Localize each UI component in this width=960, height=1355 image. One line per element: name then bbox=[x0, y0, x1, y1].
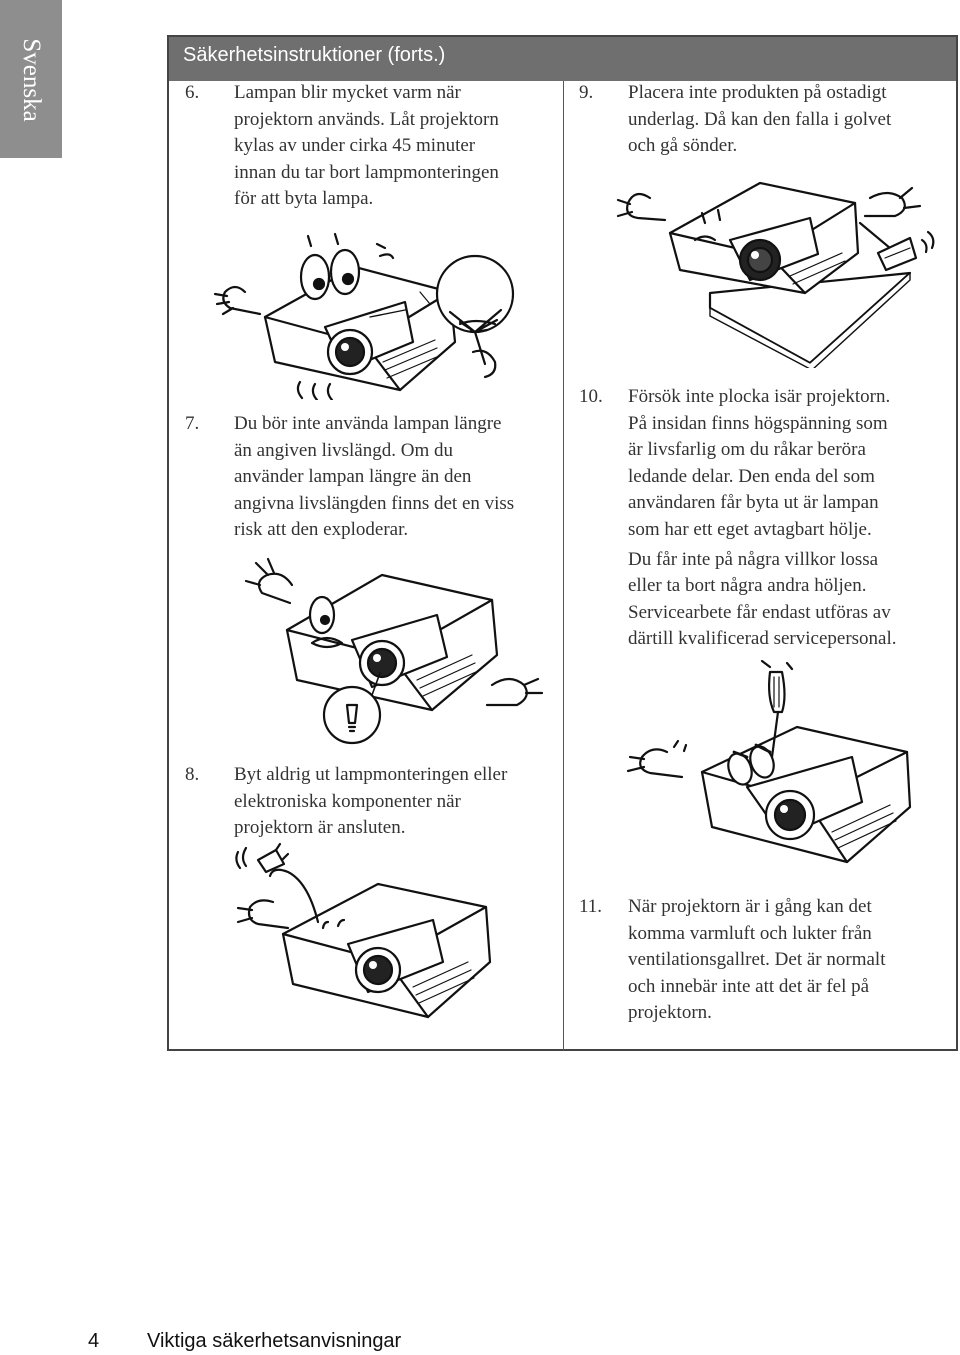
item-number: 8. bbox=[185, 764, 200, 785]
item-text-line: Du får inte på några villkor lossa bbox=[628, 548, 879, 570]
item-text-line: komma varmluft och lukter från bbox=[628, 922, 872, 944]
unplug-projector-illustration bbox=[228, 842, 558, 1037]
item-text-line: är livsfarlig om du råkar beröra bbox=[628, 439, 866, 461]
item-number: 6. bbox=[185, 82, 200, 103]
section-title: Säkerhetsinstruktioner (forts.) bbox=[183, 44, 446, 66]
item-text-line: Du bör inte använda lampan längre bbox=[234, 413, 502, 434]
item-text-line: Byt aldrig ut lampmonteringen eller bbox=[234, 764, 508, 785]
projector-with-screwdriver-icon bbox=[626, 659, 912, 864]
section-header: Säkerhetsinstruktioner (forts.) bbox=[169, 37, 956, 81]
language-tab-label: Svenska bbox=[18, 38, 45, 122]
item-number: 7. bbox=[185, 413, 200, 434]
item-text-line: ventilationsgallret. Det är normalt bbox=[628, 949, 886, 971]
page-footer: 4 Viktiga säkerhetsanvisningar bbox=[0, 1330, 960, 1354]
item-text-line: ledande delar. Den enda del som bbox=[628, 465, 875, 487]
item-text-line: än angiven livslängd. Om du bbox=[234, 439, 453, 461]
item-text-line: som har ett eget avtagbart hölje. bbox=[628, 518, 872, 540]
unstable-surface-illustration bbox=[610, 158, 940, 368]
item-text-line: angivna livslängden finns det en viss bbox=[234, 492, 515, 514]
column-divider bbox=[563, 81, 564, 1051]
item-text-line: projektorn. bbox=[628, 1002, 712, 1024]
item-number: 10. bbox=[579, 386, 603, 407]
safety-instructions-box: Säkerhetsinstruktioner (forts.) bbox=[167, 35, 958, 1051]
projector-with-plug-icon bbox=[235, 842, 492, 1019]
item-text-line: och gå sönder. bbox=[628, 135, 738, 157]
page-number: 4 bbox=[88, 1330, 100, 1352]
item-number: 9. bbox=[579, 82, 594, 103]
lamp-explosion-illustration bbox=[232, 545, 557, 745]
item-text-line: Försök inte plocka isär projektorn. bbox=[628, 386, 891, 407]
item-text-line: använder lampan längre än den bbox=[234, 466, 472, 488]
item-text-line: därtill kvalificerad servicepersonal. bbox=[628, 628, 897, 650]
item-text-line: och innebär inte att det är fel på bbox=[628, 975, 870, 997]
item-text-line: projektorn är ansluten. bbox=[234, 817, 406, 839]
projector-on-unstable-surface-icon bbox=[616, 181, 935, 368]
item-text-line: risk att den exploderar. bbox=[234, 519, 409, 541]
item-text-line: eller ta bort några andra höljen. bbox=[628, 575, 867, 597]
item-text-line: projektorn används. Låt projektorn bbox=[234, 108, 499, 130]
item-text-line: innan du tar bort lampmonteringen bbox=[234, 161, 499, 183]
item-text-line: för att byta lampa. bbox=[234, 188, 374, 210]
language-tab: Svenska bbox=[0, 0, 62, 158]
footer-title: Viktiga säkerhetsanvisningar bbox=[147, 1330, 402, 1352]
projector-with-fan-icon bbox=[213, 232, 515, 400]
item-text-line: underlag. Då kan den falla i golvet bbox=[628, 108, 892, 130]
item-text-line: Servicearbete får endast utföras av bbox=[628, 601, 891, 623]
item-text-line: elektroniska komponenter när bbox=[234, 790, 461, 812]
item-text-line: Lampan blir mycket varm när bbox=[234, 82, 461, 103]
item-number: 11. bbox=[579, 896, 603, 917]
item-text-line: När projektorn är i gång kan det bbox=[628, 896, 872, 917]
item-text-line: På insidan finns högspänning som bbox=[628, 412, 888, 434]
projector-with-lamp-icon bbox=[244, 557, 544, 745]
hot-projector-fan-illustration bbox=[205, 222, 535, 400]
screwdriver-projector-illustration bbox=[622, 657, 952, 882]
item-text-line: kylas av under cirka 45 minuter bbox=[234, 135, 476, 157]
item-text-line: användaren får byta ut är lampan bbox=[628, 492, 879, 514]
item-text-line: Placera inte produkten på ostadigt bbox=[628, 82, 887, 103]
